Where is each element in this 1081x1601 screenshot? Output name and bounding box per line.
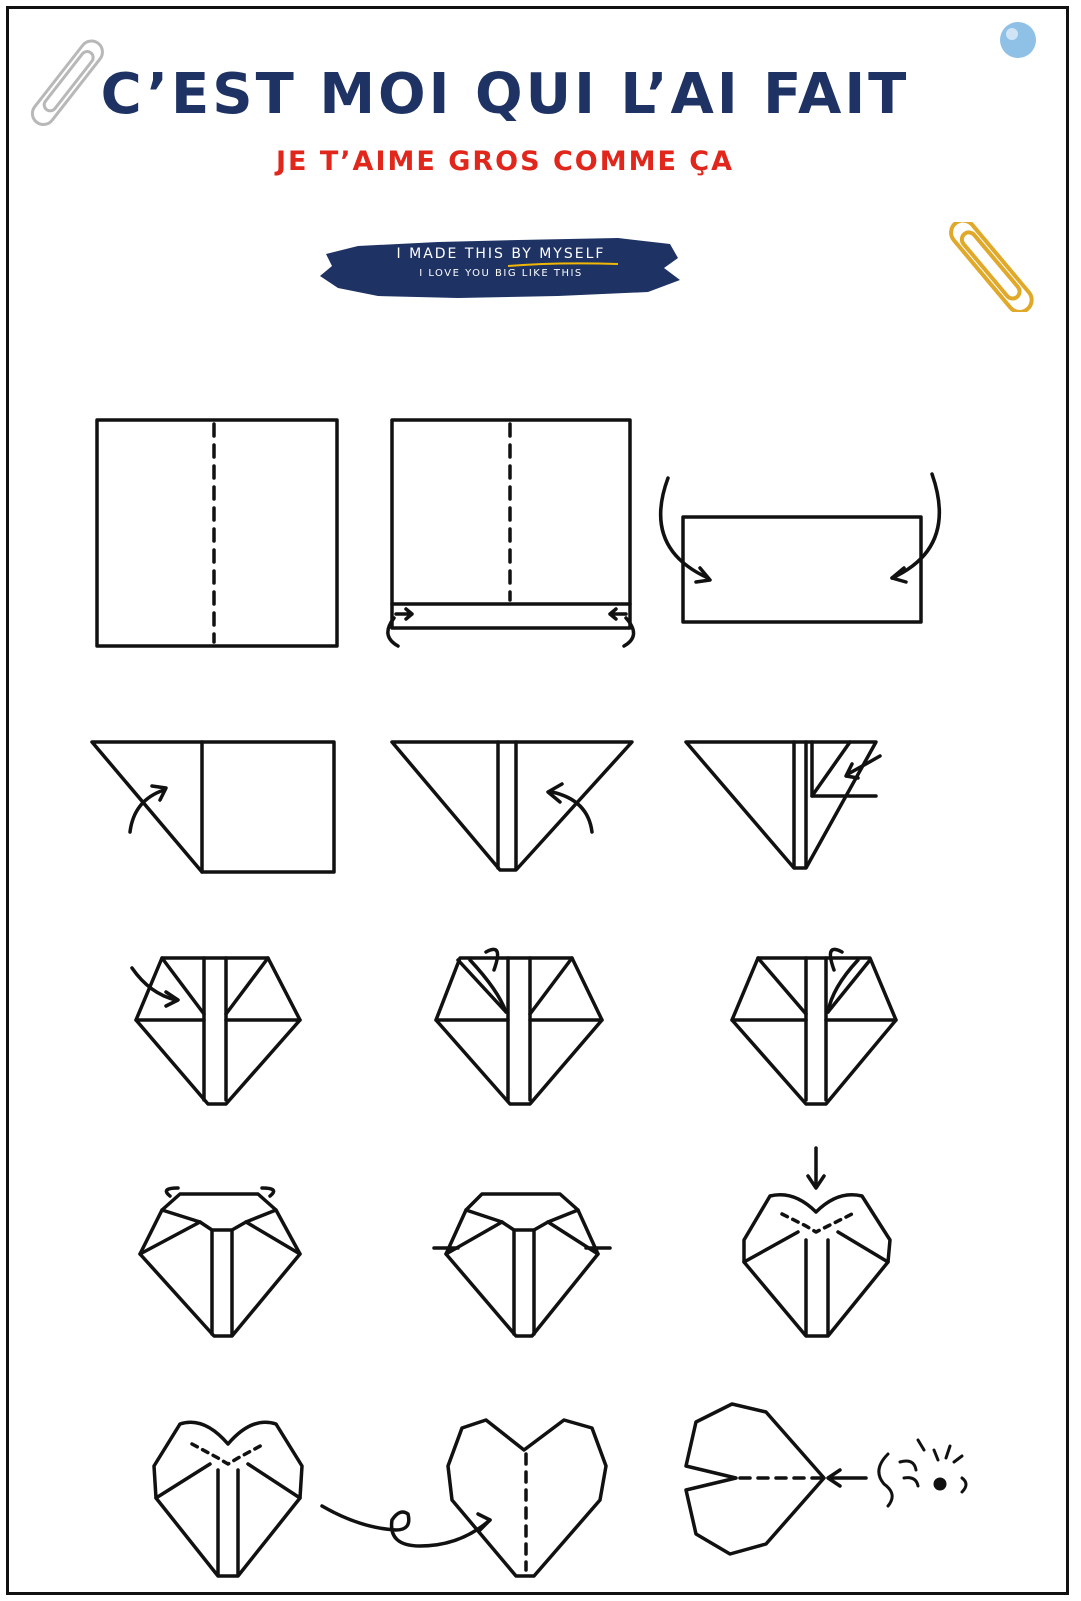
blowing-face-icon [879,1440,966,1506]
step-5-fold-right-corner [392,742,632,870]
step-4-fold-left-corner [92,742,334,872]
step-7-fold-top-left [132,958,300,1104]
step-15-blow [686,1404,966,1554]
step-12-push-top [744,1148,890,1336]
step-13-finished-back [154,1422,302,1576]
step-14-turn-over [322,1420,606,1576]
step-9-tuck-right [732,949,896,1104]
step-6-fold-flap [686,742,880,868]
step-1-square-crease [97,420,337,646]
step-3-fold-sides-back [661,474,940,622]
step-8-tuck-left [436,949,602,1104]
step-2-fold-bottom-strip [388,420,634,646]
step-11-fold-side-corners [434,1194,610,1336]
step-10-fold-top-corners [140,1188,300,1336]
